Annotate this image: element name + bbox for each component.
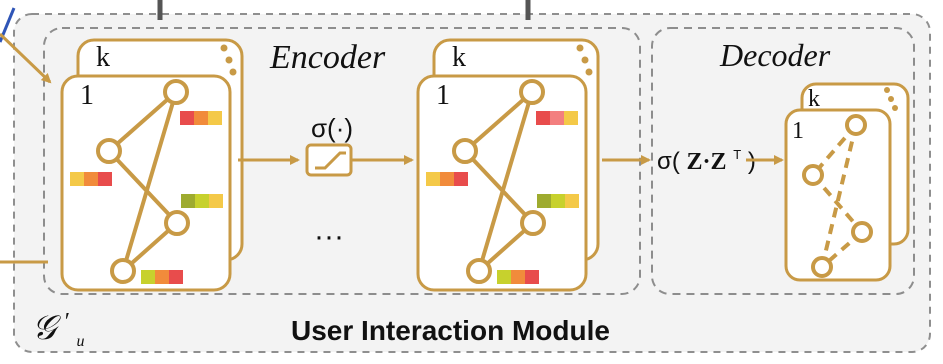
encoder-right-dot-2 [581,56,589,64]
encoder-right-feature-right-2 [551,194,565,208]
encoder-title: Encoder [269,39,386,76]
sigmoid-curve-icon [305,143,353,177]
encoder-right-front-card [416,74,588,292]
decoder-function-bold: Z·Z [686,149,726,175]
encoder-left-feature-bottom-1 [141,270,155,284]
encoder-right-feature-bottom-2 [511,270,525,284]
decoder-back-label: k [808,86,820,112]
encoder-right-feature-right-1 [537,194,551,208]
encoder-left-dot-1 [220,44,228,52]
decoder-panel [651,27,915,295]
encoder-right-node-top [519,79,545,105]
decoder-node-mid-left [802,164,824,186]
graph-symbol-main: 𝒢 [32,310,61,347]
decoder-edge-2 [811,173,864,234]
ellipsis-label: ··· [314,220,344,253]
encoder-left-node-mid-right [164,210,190,236]
encoder-left-feature-top-1 [180,111,194,125]
encoder-right-feature-right-3 [565,194,579,208]
encoder-left-feature-left-2 [84,172,98,186]
encoder-left-feature-bottom-3 [169,270,183,284]
encoder-right-edge-3 [477,91,534,272]
activation-label: σ(·) [311,113,353,143]
encoder-right-stack: k 1 [416,38,600,292]
encoder-left-feature-top-3 [208,111,222,125]
decoder-function-prefix: σ( [657,148,680,175]
encoder-left-front-card [60,74,232,292]
encoder-right-edge-1 [463,90,534,153]
decoder-front-label: 1 [792,118,804,144]
encoder-right-front-label: 1 [436,80,450,111]
encoder-left-dot-3 [229,68,237,76]
encoder-left-node-mid-left [96,138,122,164]
decoder-title: Decoder [719,37,831,73]
graph-symbol: 𝒢 ′ u [32,300,84,350]
graph-symbol-subscript: u [76,333,84,350]
encoder-right-node-mid-left [452,138,478,164]
encoder-left-back-label: k [96,42,110,73]
encoder-left-feature-right-3 [209,194,223,208]
encoder-left-node-top [163,79,189,105]
encoder-left-dot-2 [225,56,233,64]
encoder-right-feature-left-2 [440,172,454,186]
encoder-right-dot-3 [585,68,593,76]
decoder-dot-1 [884,87,890,93]
encoder-right-feature-top-1 [536,111,550,125]
encoder-left-front-label: 1 [80,80,94,111]
decoder-node-mid-right [851,221,873,243]
encoder-left-feature-top-2 [194,111,208,125]
sigmoid-curve-path [315,151,346,170]
encoder-left-feature-right-1 [181,194,195,208]
encoder-right-feature-top-3 [564,111,578,125]
encoder-left-feature-right-2 [195,194,209,208]
decoder-dot-3 [892,105,898,111]
encoder-left-node-bottom [110,258,136,284]
input-arrow [0,32,52,84]
encoder-left-stack: k 1 [60,38,244,292]
encoder-right-node-mid-right [520,210,546,236]
encoder-left-edge-1 [107,90,178,153]
module-title: User Interaction Module [291,315,610,346]
encoder-right-node-bottom [466,258,492,284]
encoder-right-feature-left-1 [426,172,440,186]
decoder-node-bottom [811,256,833,278]
encoder-right-feature-top-2 [550,111,564,125]
decoder-stack: k 1 [784,82,910,282]
decoder-dot-2 [888,96,894,102]
encoder-left-feature-left-1 [70,172,84,186]
decoder-node-top [845,114,867,136]
activation-block: σ(·) [305,113,353,177]
encoder-right-edge-2 [463,149,535,225]
encoder-left-feature-bottom-2 [155,270,169,284]
decoder-edge-3 [820,124,858,268]
encoder-left-edge-2 [107,149,179,225]
graph-symbol-prime: ′ [65,309,70,335]
encoder-right-feature-bottom-1 [497,270,511,284]
encoder-right-back-label: k [452,42,466,73]
encoder-right-feature-left-3 [454,172,468,186]
encoder-right-dot-1 [576,44,584,52]
decoder-function-superscript: T [733,147,741,162]
encoder-left-edge-3 [121,91,178,272]
encoder-right-feature-bottom-3 [525,270,539,284]
encoder-left-feature-left-3 [98,172,112,186]
